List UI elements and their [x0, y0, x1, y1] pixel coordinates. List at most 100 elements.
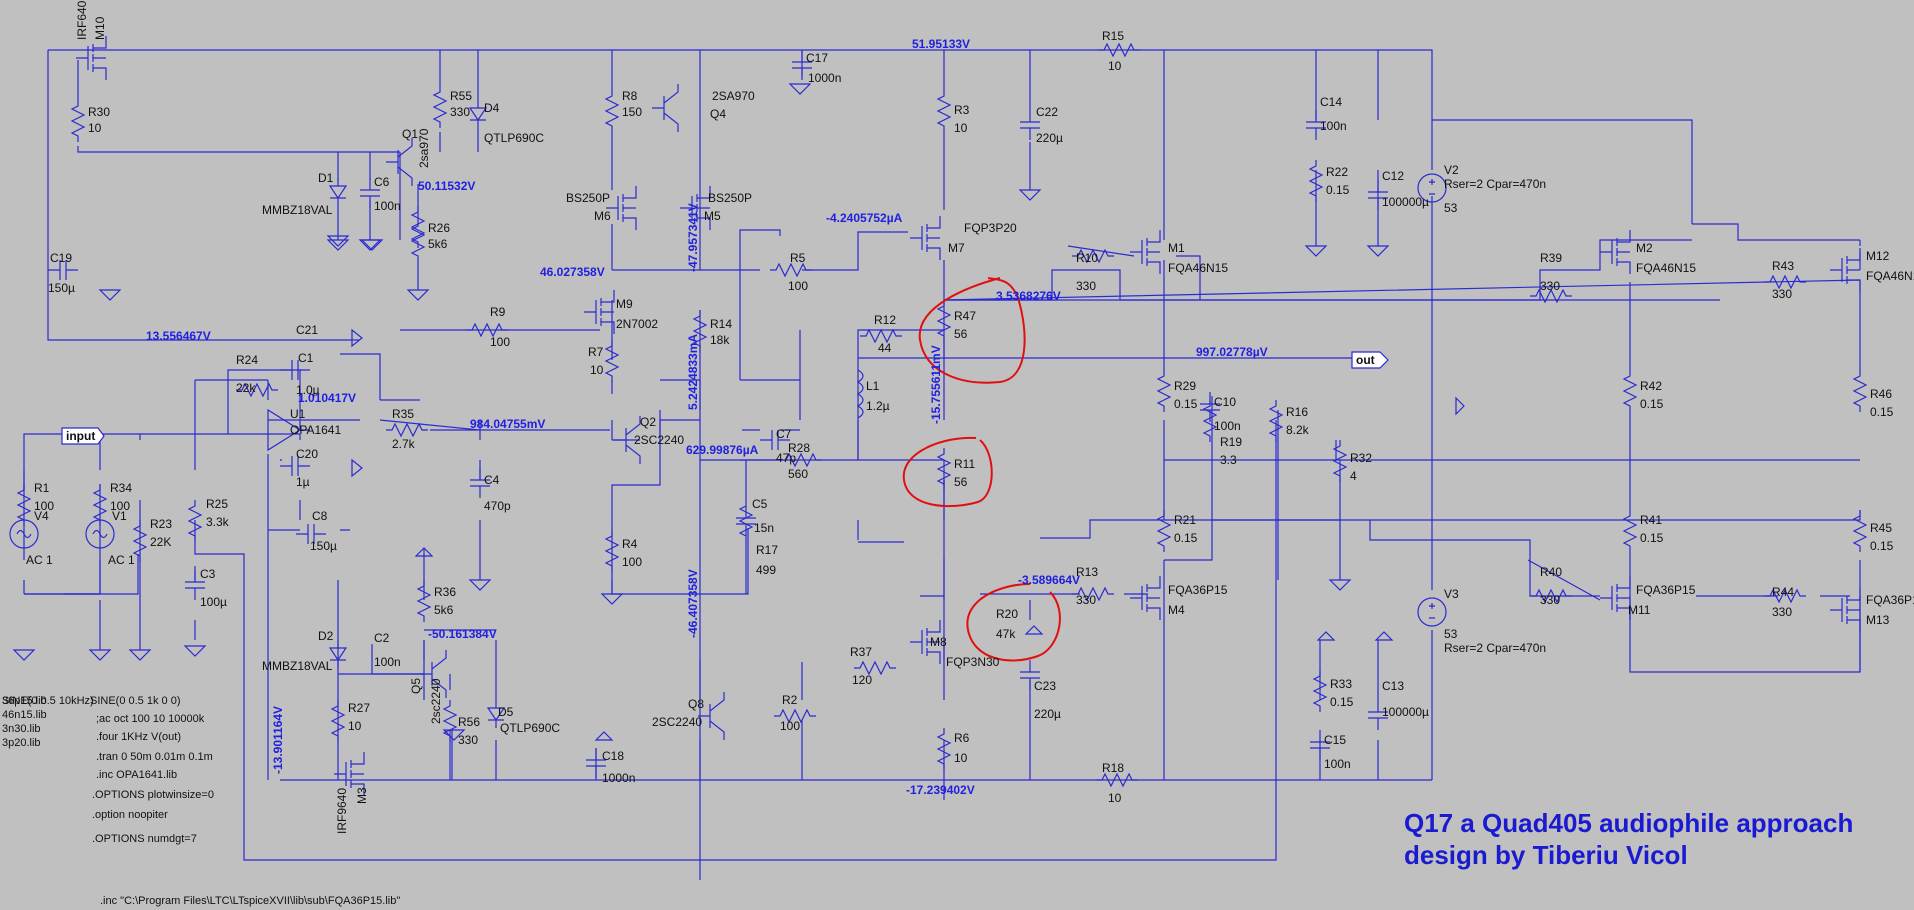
svg-text:R37: R37 — [850, 645, 872, 659]
svg-text:D2: D2 — [318, 629, 334, 643]
svg-text:44: 44 — [878, 341, 892, 355]
svg-text:3n30.lib: 3n30.lib — [2, 723, 41, 735]
svg-text:10: 10 — [954, 751, 968, 765]
svg-text:1.2µ: 1.2µ — [866, 399, 890, 413]
svg-text:0.15: 0.15 — [1326, 183, 1350, 197]
svg-text:M2: M2 — [1636, 241, 1653, 255]
svg-text:R3: R3 — [954, 103, 970, 117]
svg-text:D5: D5 — [498, 705, 514, 719]
svg-text:330: 330 — [458, 733, 478, 747]
svg-text:53: 53 — [1444, 627, 1458, 641]
svg-text:.inc "C:\Program Files\LTC\LTs: .inc "C:\Program Files\LTC\LTspiceXVII\l… — [100, 895, 400, 907]
volt-bottom-rail: -17.239402V — [906, 783, 975, 797]
svg-text:100n: 100n — [374, 655, 401, 669]
gnd-arrow — [414, 547, 434, 557]
svg-text:R17: R17 — [756, 543, 778, 557]
volt-157: -15.755611mV — [929, 345, 943, 424]
svg-text:150: 150 — [622, 105, 642, 119]
svg-text:1.0µ: 1.0µ — [296, 383, 320, 397]
svg-text:56: 56 — [954, 475, 968, 489]
svg-text:150µ: 150µ — [48, 281, 75, 295]
svg-text:V4: V4 — [34, 509, 49, 523]
volt-5016: -50.161384V — [428, 627, 497, 641]
design-title: Q17 a Quad405 audiophile approach — [1404, 808, 1853, 838]
svg-text:8.2k: 8.2k — [1286, 423, 1310, 437]
svg-text:R23: R23 — [150, 517, 172, 531]
svg-text:C5: C5 — [752, 497, 768, 511]
svg-text:R34: R34 — [110, 481, 132, 495]
svg-text:R15: R15 — [1102, 29, 1124, 43]
svg-text:330: 330 — [1772, 287, 1792, 301]
svg-text:0.15: 0.15 — [1640, 397, 1664, 411]
svg-text:R44: R44 — [1772, 585, 1794, 599]
annotation-circle-r20 — [966, 583, 1061, 662]
volt-464: -46.407358V — [686, 569, 700, 638]
svg-text:V3: V3 — [1444, 587, 1459, 601]
svg-text:330: 330 — [1540, 593, 1560, 607]
svg-text:V2: V2 — [1444, 163, 1459, 177]
annotation-circle-r11 — [902, 436, 993, 508]
svg-text:100: 100 — [110, 499, 130, 513]
svg-text:Q2: Q2 — [640, 415, 656, 429]
svg-text:R42: R42 — [1640, 379, 1662, 393]
svg-text:.option noopiter: .option noopiter — [92, 809, 168, 821]
svg-text:10: 10 — [88, 121, 102, 135]
svg-text:470p: 470p — [484, 499, 511, 513]
svg-text:53: 53 — [1444, 201, 1458, 215]
svg-text:M6: M6 — [594, 209, 611, 223]
svg-text:D1: D1 — [318, 171, 334, 185]
svg-text:Q5: Q5 — [409, 678, 423, 694]
svg-text:QTLP690C: QTLP690C — [500, 721, 560, 735]
output-port[interactable]: out — [1351, 351, 1389, 369]
svg-text:4: 4 — [1350, 469, 1357, 483]
svg-text:150µ: 150µ — [310, 539, 337, 553]
svg-text:C15: C15 — [1324, 733, 1346, 747]
component-symbols — [9, 35, 1867, 797]
svg-text:15n: 15n — [754, 521, 774, 535]
current-5242: 5.2424833mA — [686, 334, 700, 410]
svg-text:R2: R2 — [782, 693, 798, 707]
svg-text:R21: R21 — [1174, 513, 1196, 527]
svg-text:D4: D4 — [484, 101, 500, 115]
input-port[interactable]: input — [61, 427, 105, 445]
svg-text:R45: R45 — [1870, 521, 1892, 535]
svg-text:C13: C13 — [1382, 679, 1404, 693]
svg-text:FQP3N30: FQP3N30 — [946, 655, 1000, 669]
svg-text:0.15: 0.15 — [1870, 405, 1894, 419]
inductor-symbol — [856, 369, 864, 419]
gnd-arrow — [1316, 631, 1336, 641]
svg-text:;ac oct 100 10 10000k: ;ac oct 100 10 10000k — [96, 713, 205, 725]
svg-text:220µ: 220µ — [1034, 707, 1061, 721]
svg-text:220µ: 220µ — [1036, 131, 1063, 145]
svg-text:IRF640: IRF640 — [75, 0, 89, 40]
svg-text:C17: C17 — [806, 51, 828, 65]
svg-text:2SC2240: 2SC2240 — [634, 433, 684, 447]
svg-text:M1: M1 — [1168, 241, 1185, 255]
svg-text:FQA36P15: FQA36P15 — [1636, 583, 1696, 597]
volt-out-top: 3.5368276V — [996, 289, 1061, 303]
svg-text:R28: R28 — [788, 441, 810, 455]
svg-text:R4: R4 — [622, 537, 638, 551]
svg-text:M12: M12 — [1866, 249, 1890, 263]
volt-u1-out: 1.010417V — [298, 391, 356, 405]
svg-text:5k6: 5k6 — [428, 237, 448, 251]
svg-text:Rser=2 Cpar=470n: Rser=2 Cpar=470n — [1444, 641, 1546, 655]
svg-text:R14: R14 — [710, 317, 732, 331]
svg-text:R12: R12 — [874, 313, 896, 327]
svg-text:2sa970: 2sa970 — [417, 128, 431, 168]
svg-text:10: 10 — [590, 363, 604, 377]
svg-text:3.3k: 3.3k — [206, 515, 230, 529]
svg-text:R41: R41 — [1640, 513, 1662, 527]
svg-text:C21: C21 — [296, 323, 318, 337]
svg-text:C8: C8 — [312, 509, 328, 523]
svg-text:M10: M10 — [93, 16, 107, 40]
svg-text:10: 10 — [1108, 791, 1122, 805]
svg-text:2N7002: 2N7002 — [616, 317, 658, 331]
svg-text:0.15: 0.15 — [1870, 539, 1894, 553]
svg-text:100: 100 — [490, 335, 510, 349]
svg-text:Q1: Q1 — [402, 127, 418, 141]
svg-text:1000n: 1000n — [602, 771, 635, 785]
svg-text:0.15: 0.15 — [1174, 397, 1198, 411]
svg-text:BS250P: BS250P — [708, 191, 752, 205]
